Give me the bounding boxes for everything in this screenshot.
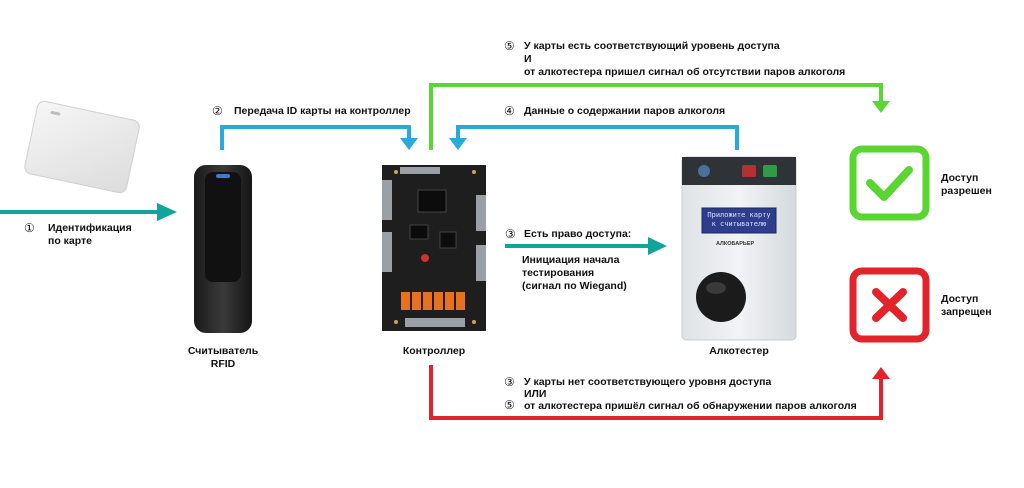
arrow-access-denied (429, 365, 890, 420)
arrow-id-transfer (220, 125, 418, 150)
alco-screen-text: Приложите карту к считывателю (704, 211, 774, 229)
arrow-start-test (505, 237, 667, 255)
step1-line1: Идентификация (48, 222, 132, 234)
check-icon (849, 145, 930, 221)
reader-caption-line1: Считыватель (187, 345, 259, 357)
arrow-access-granted (429, 83, 890, 150)
granted-caption: Доступ разрешен (941, 172, 992, 198)
step2-number: ② (212, 104, 223, 118)
deny-number3: ③ (504, 375, 515, 389)
step3-line2: тестирования (522, 267, 595, 279)
step2-text: Передача ID карты на контроллер (234, 105, 411, 117)
step4-number: ④ (504, 104, 515, 118)
deny-line2: от алкотестера пришёл сигнал об обнаруже… (524, 400, 857, 412)
step1-number: ① (24, 221, 35, 235)
step1-line2: по карте (48, 235, 93, 247)
granted-line2: разрешен (941, 185, 992, 197)
step1-text: Идентификация по карте (48, 222, 132, 248)
granted-line1: Доступ (941, 172, 979, 184)
alcotester-caption: Алкотестер (709, 345, 769, 357)
deny-line1: У карты нет соответствующего уровня дост… (524, 376, 772, 388)
reader-caption: Считыватель RFID (173, 345, 273, 371)
alco-screen-line1: Приложите карту (707, 211, 771, 219)
arrow-alcohol-data (449, 125, 739, 150)
deny-or: ИЛИ (524, 388, 547, 400)
denied-caption: Доступ запрещен (941, 293, 992, 319)
step3-line3: (сигнал по Wiegand) (522, 280, 627, 292)
controller-caption: Контроллер (402, 345, 466, 357)
step5-line2: от алкотестера пришел сигнал об отсутств… (524, 66, 846, 78)
step5-text: У карты есть соответствующий уровень дос… (524, 40, 845, 79)
denied-line2: запрещен (941, 306, 992, 318)
step4-text: Данные о содержании паров алкоголя (524, 105, 726, 117)
denied-line1: Доступ (941, 293, 979, 305)
alco-brand: АЛКОБАРЬЕР (716, 241, 755, 247)
alco-screen-line2: к считывателю (711, 220, 767, 228)
step5-and: И (524, 53, 532, 65)
step3-line1: Инициация начала (522, 254, 620, 266)
step3-number: ③ (505, 227, 516, 241)
step5-line1: У карты есть соответствующий уровень дос… (524, 40, 780, 52)
step3-details: Инициация начала тестирования (сигнал по… (522, 254, 627, 293)
step3-title: Есть право доступа: (524, 228, 632, 240)
arrow-identification (0, 203, 177, 221)
deny-number5: ⑤ (504, 398, 515, 412)
step5-number: ⑤ (504, 39, 515, 53)
cross-icon (849, 267, 930, 343)
reader-caption-line2: RFID (210, 358, 236, 370)
